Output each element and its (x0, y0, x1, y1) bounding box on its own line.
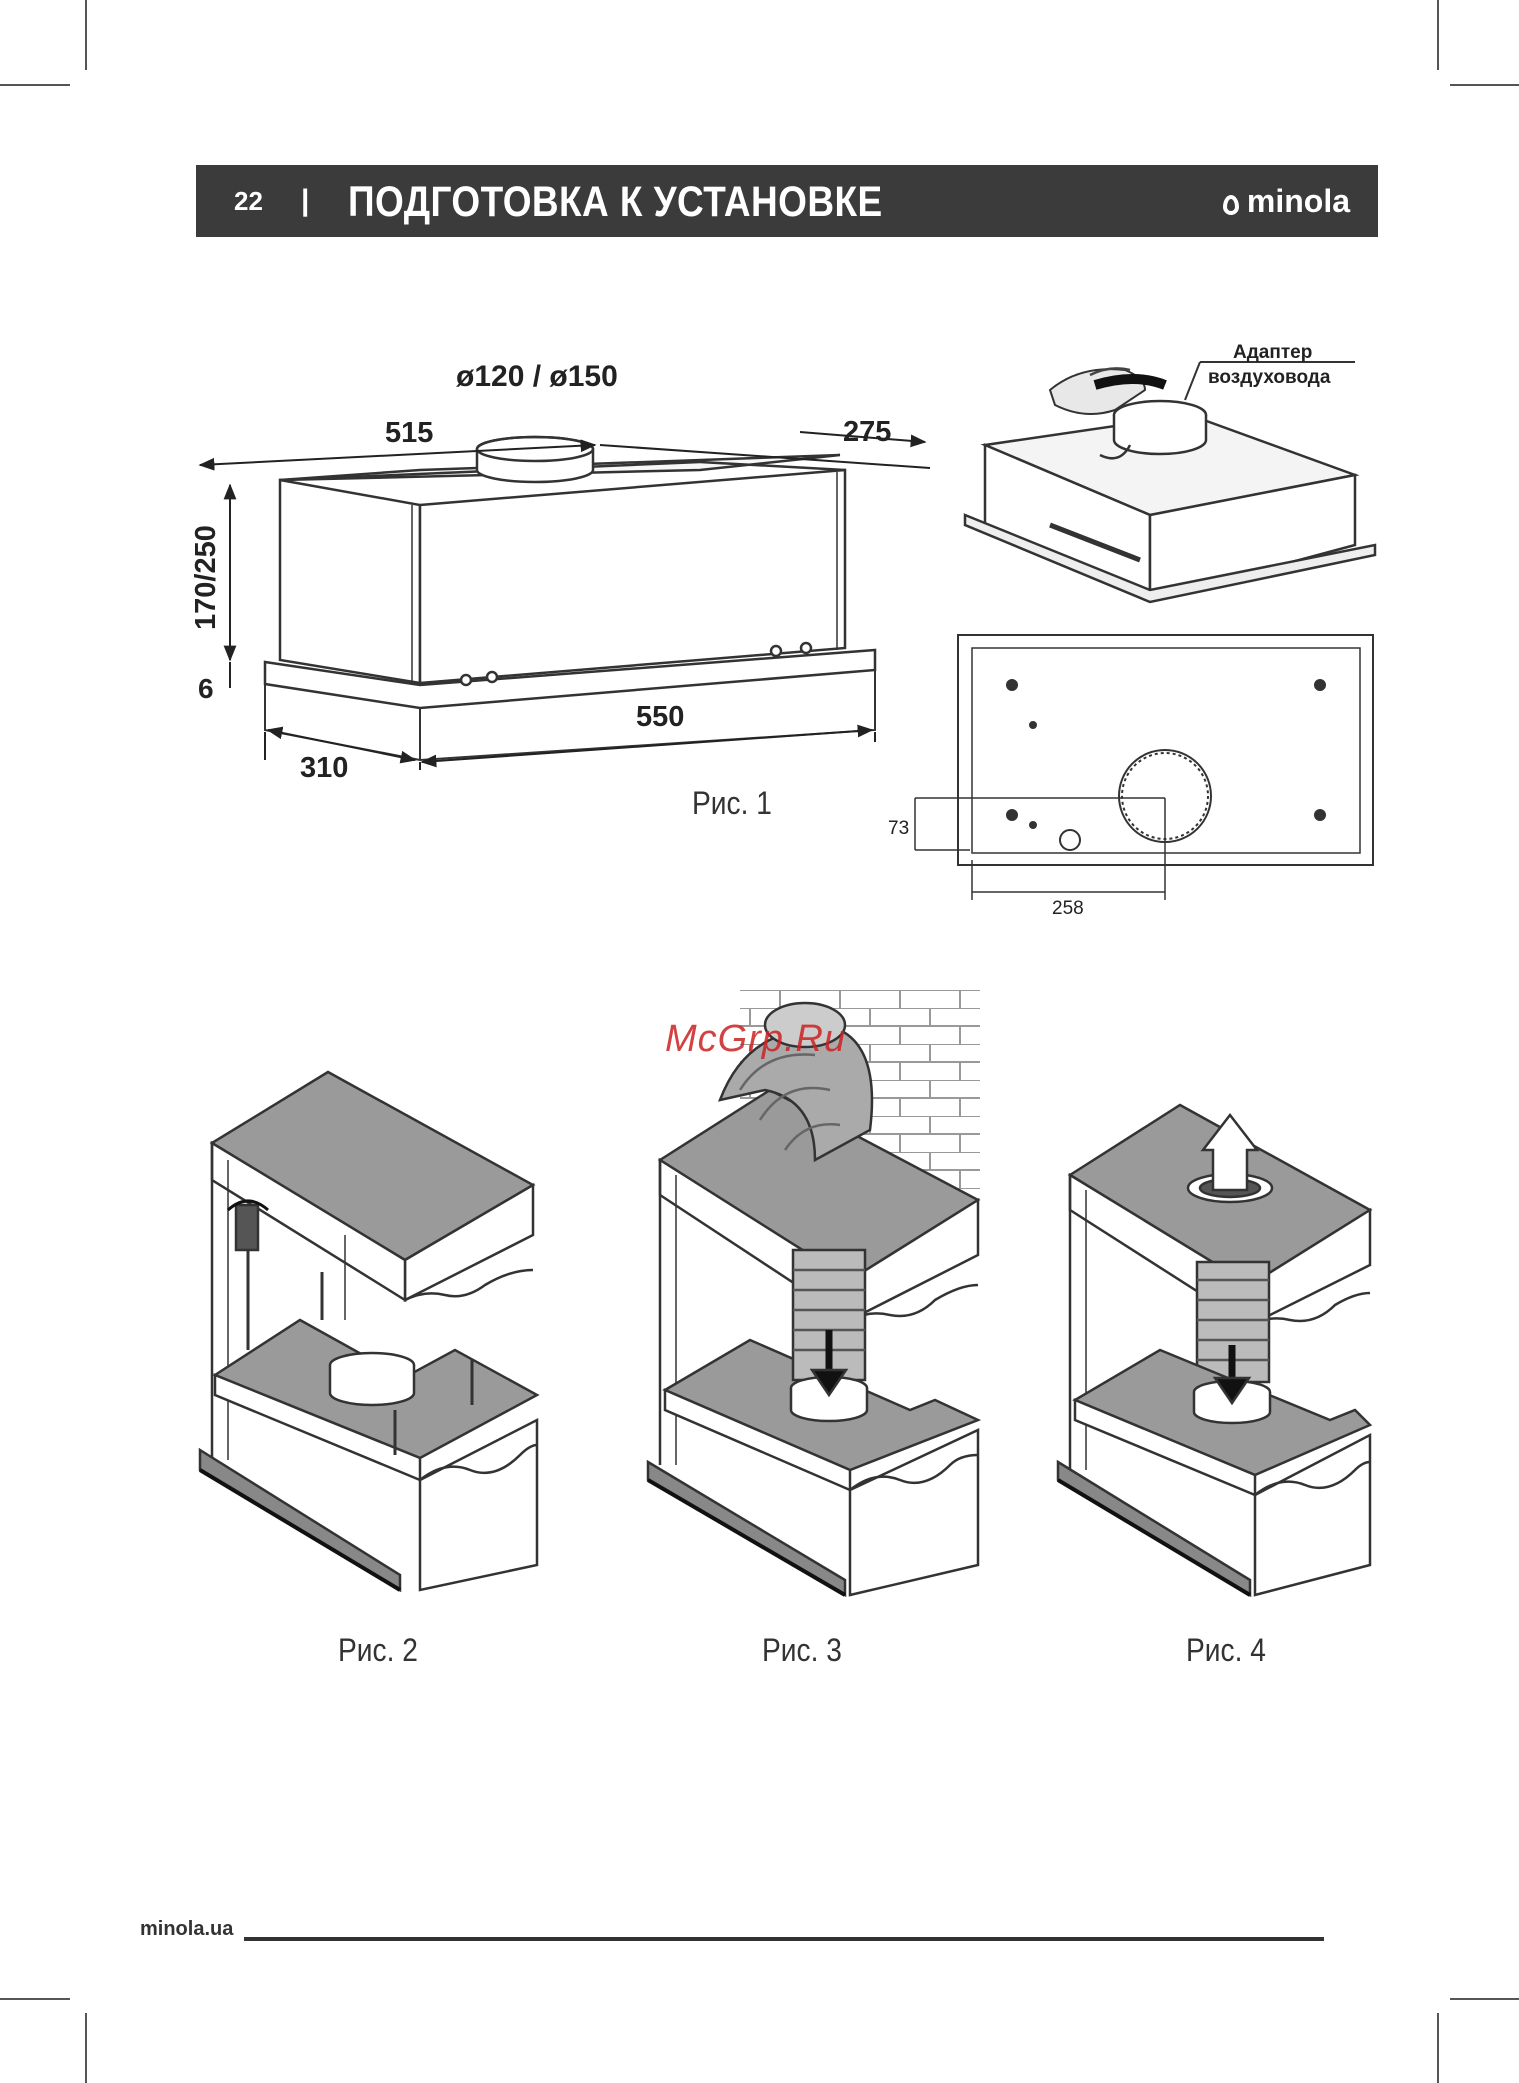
figure4-drawing (1058, 1105, 1370, 1595)
watermark: McGrp.Ru (665, 1018, 846, 1061)
figure4-caption: Рис. 4 (1186, 1632, 1266, 1669)
footer-website: minola.ua (140, 1918, 233, 1941)
dim-258: 258 (1052, 898, 1084, 919)
dim-275: 275 (843, 416, 891, 448)
dim-duct-diameter: ø120 / ø150 (456, 360, 618, 393)
footer-rule (244, 1937, 1324, 1941)
plan-view-drawing (915, 635, 1373, 900)
figure2-caption: Рис. 2 (338, 1632, 418, 1669)
adapter-install-drawing (965, 362, 1375, 602)
dim-550: 550 (636, 701, 684, 733)
dim-515: 515 (385, 417, 433, 449)
figure1-hood-drawing (265, 437, 875, 760)
figure3-caption: Рис. 3 (762, 1632, 842, 1669)
dim-170-250: 170/250 (190, 525, 222, 630)
adapter-label-line2: воздуховода (1208, 367, 1331, 388)
dim-6: 6 (198, 673, 214, 704)
adapter-label-line1: Адаптер (1233, 342, 1312, 363)
figure2-drawing (200, 1072, 537, 1590)
dim-73: 73 (888, 818, 909, 839)
dim-310: 310 (300, 752, 348, 784)
figure1-caption: Рис. 1 (692, 785, 772, 822)
